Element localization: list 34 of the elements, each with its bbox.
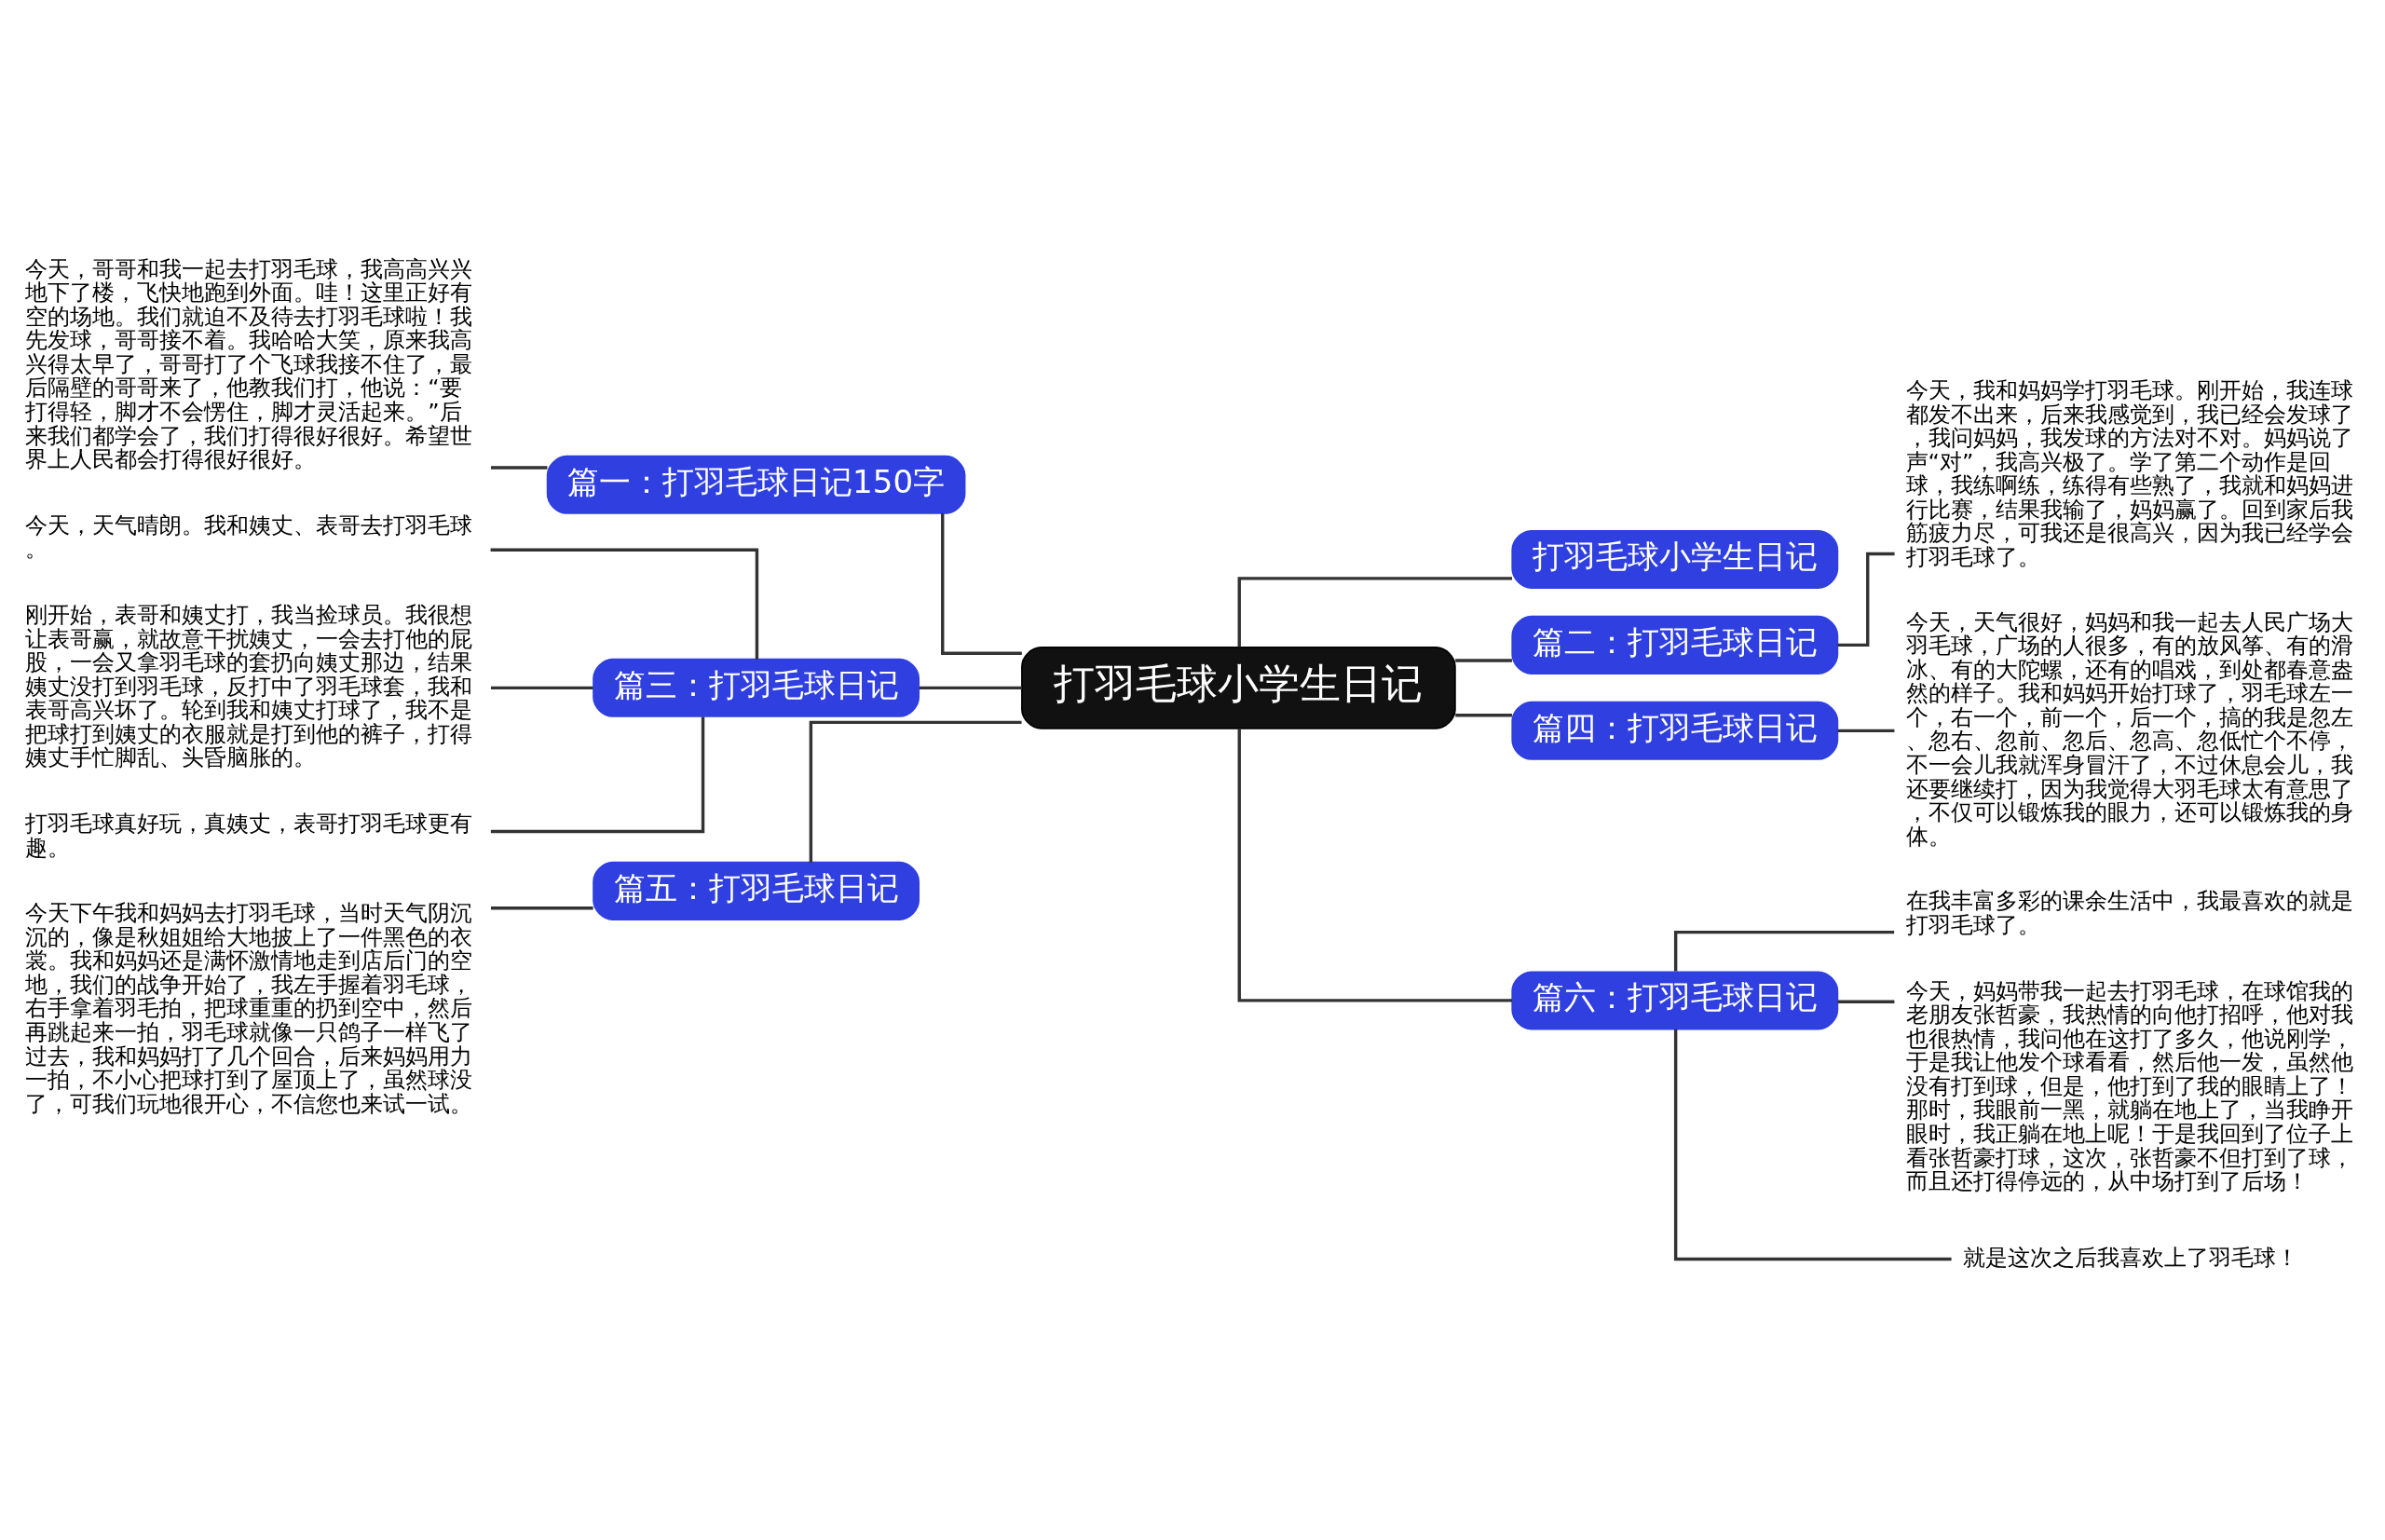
connector xyxy=(1673,1029,1952,1261)
connector xyxy=(1237,577,1513,647)
connector xyxy=(919,686,1022,690)
node-text: 在我丰富多彩的课余生活中，我最喜欢的就是打羽毛球了。 xyxy=(1905,888,2353,938)
connector xyxy=(809,720,1022,863)
node-box: 篇三：打羽毛球日记 xyxy=(593,658,920,717)
node-text: 今天，妈妈带我一起去打羽毛球，在球馆我的老朋友张哲豪，我热情的向他打招呼，他对我也很热情，我问他在这打了多久，他说刚学，于是我让他发个球看看，然后他一发，虽然他没有打到球，但是，他打到了我的眼睛上了！那时，我眼前一黑，就躺在地上了，当我睁开眼时，我正躺在地上呢！于是我回到了位子上看张哲豪打球，这次，张哲豪不但打到了球，而且还打得停远的，从中场打到了后场！ xyxy=(1905,977,2353,1195)
connector xyxy=(490,548,759,660)
node-box: 篇一：打羽毛球日记150字 xyxy=(546,455,966,514)
node-box: 打羽毛球小学生日记 xyxy=(1511,529,1839,589)
node-text: 今天，天气晴朗。我和姨丈、表哥去打羽毛球。 xyxy=(25,511,473,563)
connector xyxy=(1673,930,1895,972)
node-box: 篇二：打羽毛球日记 xyxy=(1511,615,1839,675)
connector xyxy=(1237,729,1513,1002)
node-text: 今天，我和妈妈学打羽毛球。刚开始，我连球都发不出来，后来我感觉到，我已经会发球了，我问妈妈，我发球的方法对不对。妈妈说了声“对”，我高兴极了。学了第二个动作是回球，我练啊练，练得有些熟了，我就和妈妈进行比赛，结果我输了，妈妈赢了。回到家后我筋疲力尽，可我还是很高兴，因为我已经学会打羽毛球了。 xyxy=(1905,377,2353,570)
connector xyxy=(1837,1000,1895,1003)
connector xyxy=(490,716,705,834)
connector xyxy=(490,686,593,690)
node-text: 今天，哥哥和我一起去打羽毛球，我高高兴兴地下了楼，飞快地跑到外面。哇！这里正好有空的场地。我们就迫不及待去打羽毛球啦！我先发球，哥哥接不着。我哈哈大笑，原来我高兴得太早了，哥哥打了个飞球我接不住了，最后隔壁的哥哥来了，他教我们打，他说：“要打得轻，脚才不会愣住，脚才灵活起来。”后来我们都学会了，我们打得很好很好。希望世界上人民都会打得很好很好。 xyxy=(25,255,473,473)
connector xyxy=(1455,659,1512,662)
node-box: 篇四：打羽毛球日记 xyxy=(1511,701,1839,760)
node-box: 篇五：打羽毛球日记 xyxy=(593,861,920,920)
node-text: 就是这次之后我喜欢上了羽毛球！ xyxy=(1962,1244,2298,1271)
connector xyxy=(1455,714,1512,717)
connector xyxy=(490,906,593,910)
connector xyxy=(1837,729,1895,733)
node-text: 今天，天气很好，妈妈和我一起去人民广场大羽毛球，广场的人很多，有的放风筝、有的滑冰、有的大陀螺，还有的唱戏，到处都春意盎然的样子。我和妈妈开始打球了，羽毛球左一个，右一个，前一个，后一个，搞的我是忽左、忽右、忽前、忽后、忽高、忽低忙个不停，不一会儿我就浑身冒汗了，不过休息会儿，我还要继续打，因为我觉得大羽毛球太有意思了，不仅可以锻炼我的眼力，还可以锻炼我的身体。 xyxy=(1905,608,2353,850)
node-text: 刚开始，表哥和姨丈打，我当捡球员。我很想让表哥赢，就故意干扰姨丈，一会去打他的屁股，一会又拿羽毛球的套扔向姨丈那边，结果姨丈没打到羽毛球，反打中了羽毛球套，我和表哥高兴坏了。轮到我和姨丈打球了，我不是把球打到姨丈的衣服就是打到他的裤子，打得姨丈手忙脚乱、头昏脑胀的。 xyxy=(25,602,473,771)
connector xyxy=(490,466,548,470)
connector xyxy=(941,513,1022,655)
node-box: 打羽毛球小学生日记 xyxy=(1021,647,1456,729)
node-text: 今天下午我和妈妈去打羽毛球，当时天气阴沉沉的，像是秋姐姐给大地披上了一件黑色的衣裳。我和妈妈还是满怀激情地走到店后门的空地，我们的战争开始了，我左手握着羽毛球，右手拿着羽毛拍，把球重重的扔到空中，然后再跳起来一拍，羽毛球就像一只鸽子一样飞了过去，我和妈妈打了几个回合，后来妈妈用力一拍，不小心把球打到了屋顶上了，虽然球没了，可我们玩地很开心，不信您也来试一试。 xyxy=(25,900,473,1117)
node-text: 打羽毛球真好玩，真姨丈，表哥打羽毛球更有趣。 xyxy=(25,810,473,861)
node-box: 篇六：打羽毛球日记 xyxy=(1511,971,1839,1030)
